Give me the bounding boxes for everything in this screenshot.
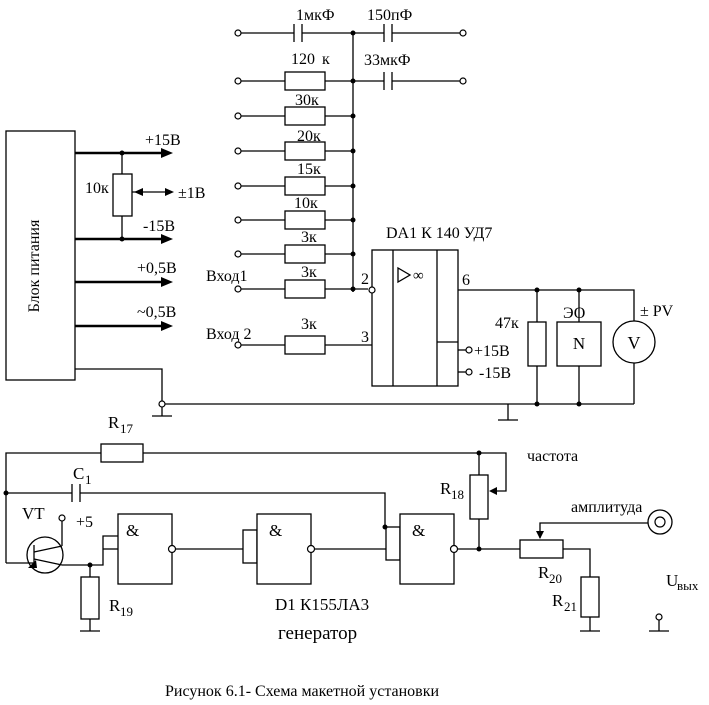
power-output-plus15 bbox=[75, 148, 173, 158]
generator-title: генератор bbox=[278, 623, 357, 644]
gate1-symbol: & bbox=[126, 521, 139, 540]
nand-gate-1 bbox=[117, 513, 173, 585]
r21-label: R bbox=[552, 591, 564, 610]
power-output-ac05 bbox=[75, 321, 173, 331]
resistor-3k-feedback bbox=[234, 244, 356, 264]
load-label: 47к bbox=[495, 315, 519, 332]
power-output-minus15 bbox=[75, 234, 173, 244]
pot-label: 10к bbox=[85, 180, 109, 197]
resistor-30k bbox=[234, 106, 356, 126]
load-resistor-47k bbox=[527, 321, 547, 367]
r18-index: 18 bbox=[451, 487, 464, 502]
potentiometer-10k bbox=[112, 173, 133, 217]
resistor-20k bbox=[234, 141, 356, 161]
frequency-label: частота bbox=[527, 448, 578, 465]
r20-index: 20 bbox=[549, 571, 562, 586]
resistor-r17 bbox=[100, 443, 144, 463]
r19-label: R bbox=[109, 596, 121, 615]
uout-label: U bbox=[666, 571, 678, 590]
cap-1uF-label: 1мкФ bbox=[296, 7, 335, 24]
r20-label: R bbox=[538, 563, 550, 582]
c1-index: 1 bbox=[85, 472, 92, 487]
amplitude-label: амплитуда bbox=[571, 499, 642, 516]
cap-150pF-label: 150пФ bbox=[367, 7, 412, 24]
cap-33uF-label: 33мкФ bbox=[364, 52, 411, 69]
scope-label: ЭО bbox=[563, 305, 585, 322]
c1-label: C bbox=[73, 464, 84, 483]
input1-res-label: 3к bbox=[301, 264, 317, 281]
label-plus05: +0,5В bbox=[137, 260, 177, 277]
res-10k-label: 10к bbox=[294, 195, 318, 212]
resistor-15k bbox=[234, 176, 356, 196]
vt-label: VT bbox=[22, 504, 45, 523]
resistor-r20 bbox=[519, 539, 564, 559]
amplifier-triangle-icon bbox=[397, 266, 412, 284]
pin3-label: 3 bbox=[361, 329, 369, 346]
resistor-120k bbox=[284, 71, 326, 91]
input2-label: Вход 2 bbox=[206, 326, 252, 343]
vcc-label: +5 bbox=[76, 514, 93, 531]
r19-index: 19 bbox=[120, 604, 133, 619]
input1-resistor bbox=[234, 279, 368, 299]
input1-label: Вход1 bbox=[206, 268, 248, 285]
label-plus15: +15В bbox=[145, 132, 181, 149]
opamp-label: DA1 К 140 УД7 bbox=[386, 225, 492, 242]
input2-res-label: 3к bbox=[301, 316, 317, 333]
opamp-supply-minus: -15В bbox=[479, 365, 511, 382]
uout-index: вых bbox=[677, 578, 699, 593]
gate3-symbol: & bbox=[412, 521, 425, 540]
pot-wiper-arrow bbox=[132, 188, 174, 196]
input2-resistor bbox=[234, 335, 372, 355]
resistor-r18 bbox=[469, 474, 489, 520]
figure-caption: Рисунок 6.1- Схема макетной установки bbox=[165, 683, 440, 700]
power-supply-label: Блок питания bbox=[26, 219, 43, 312]
res-20k-label: 20к bbox=[297, 128, 321, 145]
resistor-10k bbox=[234, 210, 356, 230]
nand-gate-2 bbox=[256, 513, 312, 585]
r17-label: R bbox=[108, 413, 120, 432]
r18-label: R bbox=[440, 479, 452, 498]
meter-letter: V bbox=[628, 333, 641, 353]
resistor-r21 bbox=[580, 576, 600, 618]
res-15k-label: 15к bbox=[297, 161, 321, 178]
label-minus15: -15В bbox=[143, 218, 175, 235]
res-30k-label: 30к bbox=[295, 92, 319, 109]
res-120-label: 120 bbox=[291, 51, 315, 68]
pin2-label: 2 bbox=[361, 271, 369, 288]
opamp-supply-plus: +15В bbox=[474, 343, 510, 360]
r17-index: 17 bbox=[120, 421, 134, 436]
opamp-da1 bbox=[371, 249, 459, 387]
pin6-label: 6 bbox=[462, 272, 470, 289]
oscilloscope-box bbox=[556, 321, 602, 367]
chip-label: D1 К155ЛА3 bbox=[275, 595, 369, 614]
pot-output-label: ±1В bbox=[178, 185, 205, 202]
infinity-icon: ∞ bbox=[413, 268, 424, 284]
r21-index: 21 bbox=[564, 599, 577, 614]
resistor-r19 bbox=[80, 576, 100, 620]
nand-gate-3 bbox=[399, 513, 455, 585]
scope-letter: N bbox=[573, 334, 585, 353]
power-output-plus05 bbox=[75, 277, 173, 287]
res-3k-fb-label: 3к bbox=[301, 229, 317, 246]
label-ac05: ~0,5В bbox=[137, 304, 176, 321]
meter-label: ± PV bbox=[640, 303, 674, 320]
gate2-symbol: & bbox=[269, 521, 282, 540]
res-120-unit: к bbox=[322, 51, 330, 68]
power-supply-block bbox=[5, 130, 76, 381]
